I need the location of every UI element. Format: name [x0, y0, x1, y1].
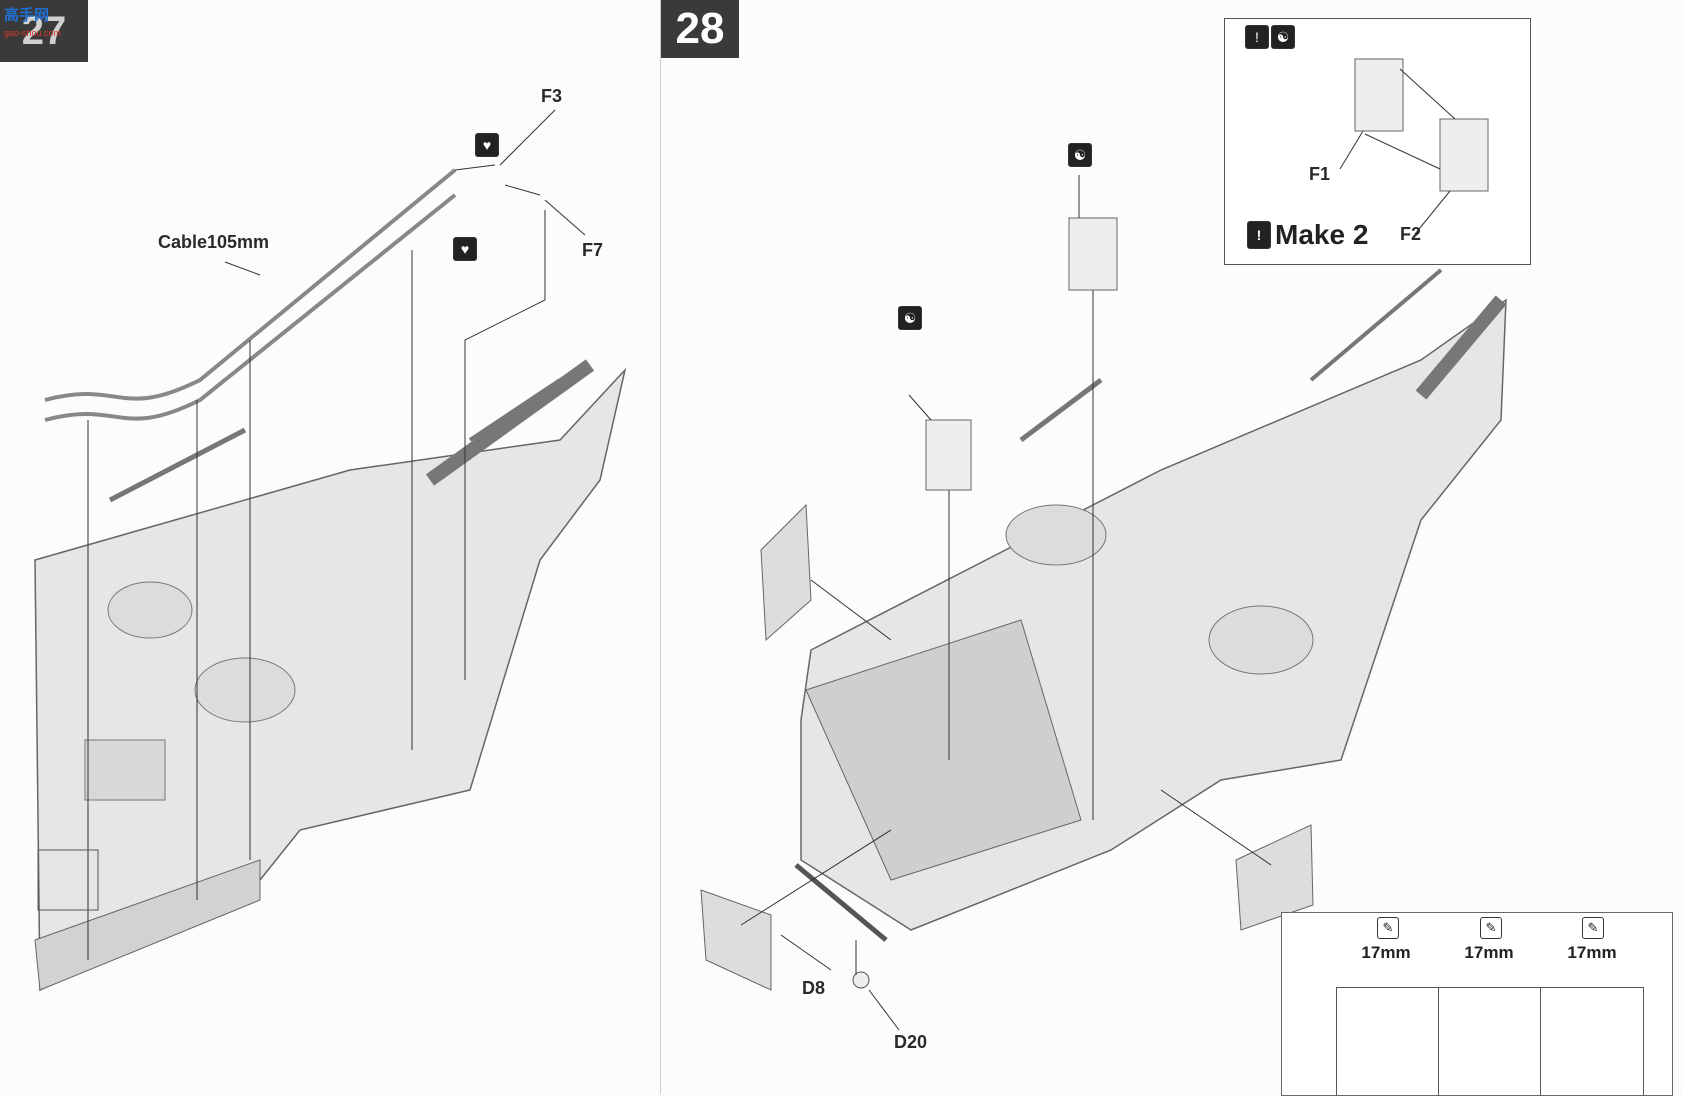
cut-pencil-icon: ✎ — [1377, 917, 1399, 939]
measure-cell: 17mm — [1464, 943, 1514, 962]
right-page: 28 ☯ ☯ — [661, 0, 1682, 1096]
left-page: 27 高手网 gao-shou.com — [0, 0, 661, 1094]
measure-cell: 17mm — [1567, 943, 1617, 962]
tank-hull-illustration-right — [700, 175, 1507, 1031]
cut-pencil-icon: ✎ — [1480, 917, 1502, 939]
measure-grid-cell — [1438, 987, 1541, 1096]
yin-yang-icon: ☯ — [1068, 143, 1092, 167]
make-two-inset: ! ☯ F1 F2 ! Make 2 — [1224, 18, 1531, 265]
exclamation-icon: ! — [1245, 25, 1269, 49]
label-f1: F1 — [1309, 164, 1331, 184]
broken-heart-icon: ♥ — [453, 237, 477, 261]
label-d20: D20 — [894, 1032, 928, 1052]
broken-heart-icon: ♥ — [475, 133, 499, 157]
cut-pencil-icon: ✎ — [1582, 917, 1604, 939]
exclamation-icon: ! — [1247, 221, 1271, 249]
label-cable-length: Cable105mm — [158, 232, 270, 252]
step-number-27: 27 — [0, 0, 88, 62]
measure-grid-cell — [1540, 987, 1644, 1096]
watermark-url: gao-shou.com — [4, 28, 62, 38]
watermark-logo: 高手网 — [4, 7, 50, 24]
step-number-text: 27 — [21, 8, 67, 53]
cable-measure-table: ✎ ✎ ✎ 17mm 17mm 17mm — [1281, 912, 1673, 1096]
yin-yang-icon: ☯ — [898, 306, 922, 330]
label-f3: F3 — [541, 86, 563, 106]
step-number-28: 28 — [661, 0, 739, 58]
measure-grid-cell — [1336, 987, 1439, 1096]
make-text: Make 2 — [1275, 219, 1369, 250]
label-d8: D8 — [802, 978, 826, 998]
tank-hull-illustration-left — [34, 109, 627, 992]
measure-cell: 17mm — [1361, 943, 1411, 962]
yin-yang-icon: ☯ — [1271, 25, 1295, 49]
jerry-can-parts — [1339, 58, 1489, 235]
label-f7: F7 — [582, 240, 604, 260]
step-number-text: 28 — [675, 4, 725, 53]
label-f2: F2 — [1400, 224, 1422, 244]
make-2-instruction: ! Make 2 — [1247, 219, 1368, 251]
